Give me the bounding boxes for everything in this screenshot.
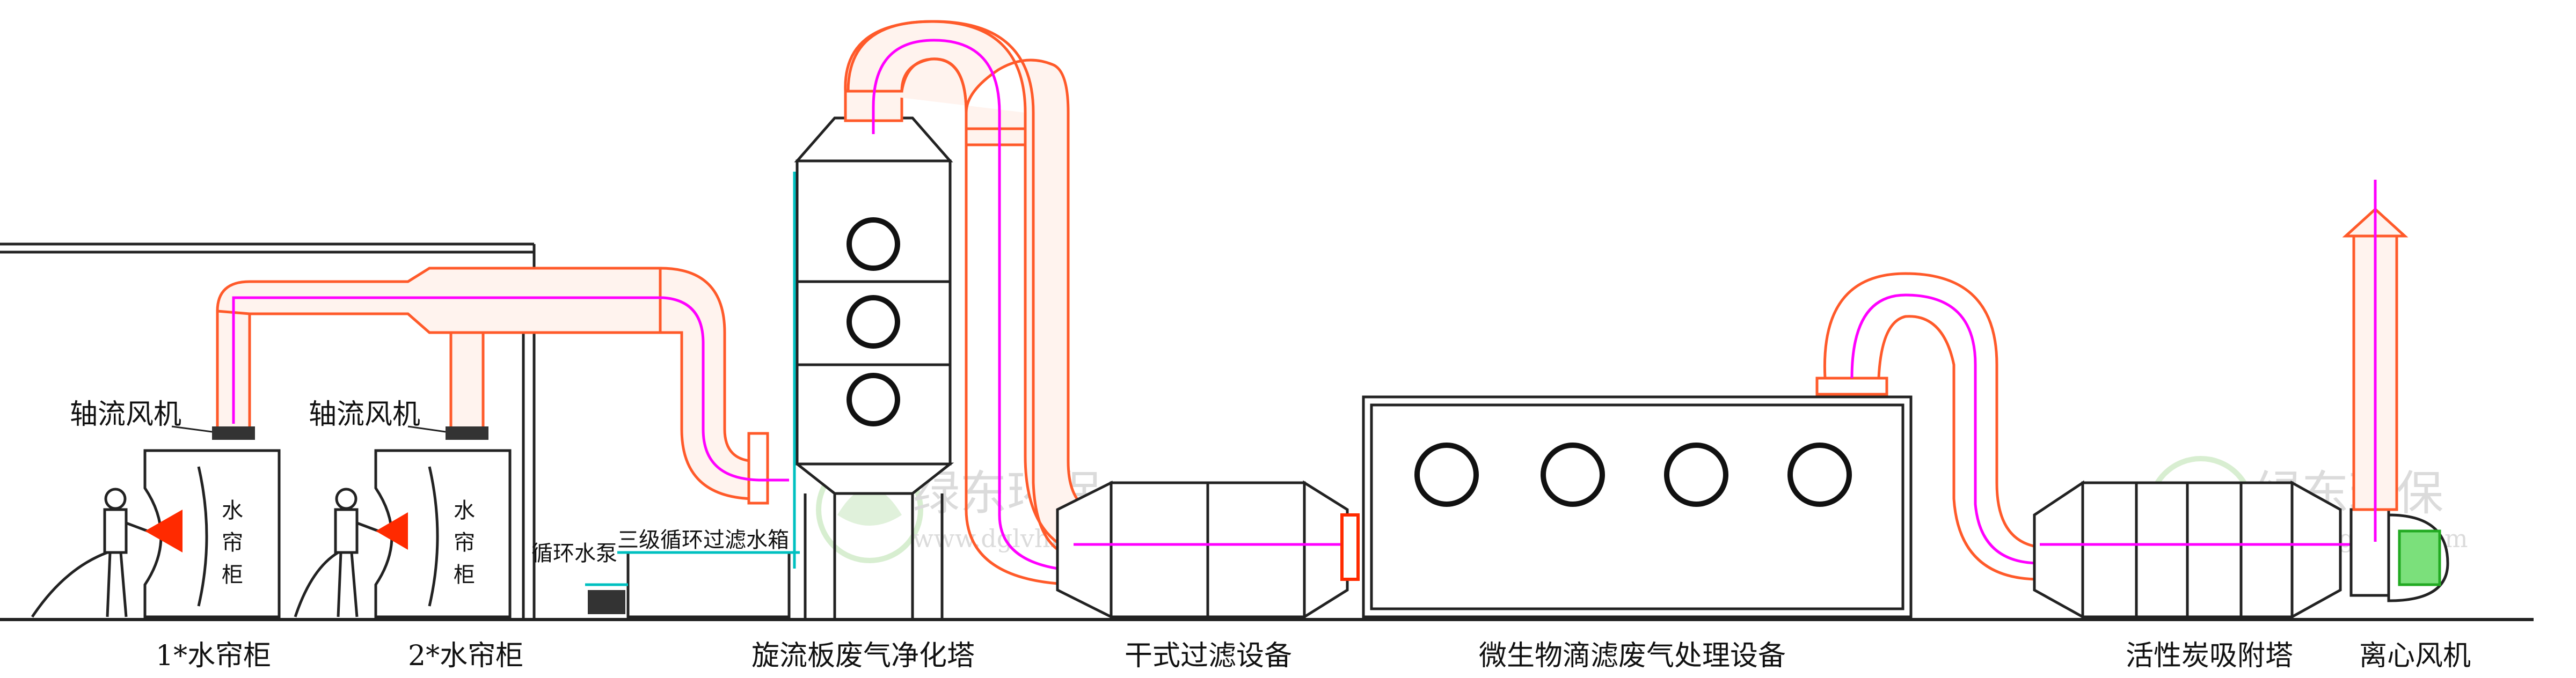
bio-viewport-4 [1787, 443, 1852, 507]
label-station-2: 2*水帘柜 [408, 640, 523, 672]
fan-label-2: 轴流风机 [309, 399, 420, 431]
curtain-text-2b: 帘 [454, 530, 475, 555]
curtain-text-1b: 帘 [222, 530, 243, 555]
tank-label: 三级循环过滤水箱 [617, 528, 789, 552]
water-curtain-cabinet-1 [143, 449, 281, 618]
tower-viewport-1 [846, 217, 900, 271]
label-station-1: 1*水帘柜 [156, 640, 271, 672]
bio-viewport-3 [1664, 443, 1728, 507]
water-curtain-cabinet-2 [374, 449, 512, 618]
flow-line-bio-outlet [1850, 293, 2040, 565]
curtain-text-1a: 水 [222, 498, 243, 523]
inlet-duct [216, 267, 769, 505]
fan-label-1: 轴流风机 [70, 399, 181, 431]
curtain-text-1c: 柜 [222, 563, 243, 587]
dry-filter-unit [1056, 480, 1349, 620]
flow-line-inlet [232, 296, 789, 482]
curtain-text-2c: 柜 [454, 563, 475, 587]
bio-outlet-duct [1815, 272, 2040, 581]
axial-fan-1 [171, 425, 255, 440]
bio-trickling-filter [1362, 395, 1913, 618]
filter-water-tank [626, 551, 791, 618]
tower-viewport-3 [846, 373, 900, 426]
label-centrifugal-fan: 离心风机 [2359, 640, 2471, 672]
pump-label: 循环水泵 [531, 541, 617, 566]
flow-line-tower-outlet [872, 39, 1096, 573]
label-spray-tower: 旋流板废气净化塔 [751, 640, 975, 672]
carbon-adsorption-tower [2033, 480, 2342, 620]
spray-worker-1 [31, 488, 183, 618]
label-bio-filter: 微生物滴滤废气处理设备 [1479, 640, 1786, 672]
tower-outlet-duct [844, 20, 1113, 559]
spray-worker-2 [294, 488, 408, 617]
axial-fan-2 [407, 425, 488, 440]
fan-motor [2398, 529, 2441, 586]
flange-dry-filter [1340, 513, 1360, 581]
gooseneck-duct [844, 20, 1085, 586]
curtain-text-2a: 水 [454, 498, 475, 523]
tower-viewport-2 [846, 295, 900, 349]
workshop-roof [0, 242, 536, 620]
circulation-pump [588, 590, 625, 614]
bio-viewport-1 [1414, 443, 1479, 507]
label-carbon-tower: 活性炭吸附塔 [2126, 640, 2293, 672]
label-dry-filter: 干式过滤设备 [1125, 640, 1292, 672]
bio-viewport-2 [1541, 443, 1605, 507]
